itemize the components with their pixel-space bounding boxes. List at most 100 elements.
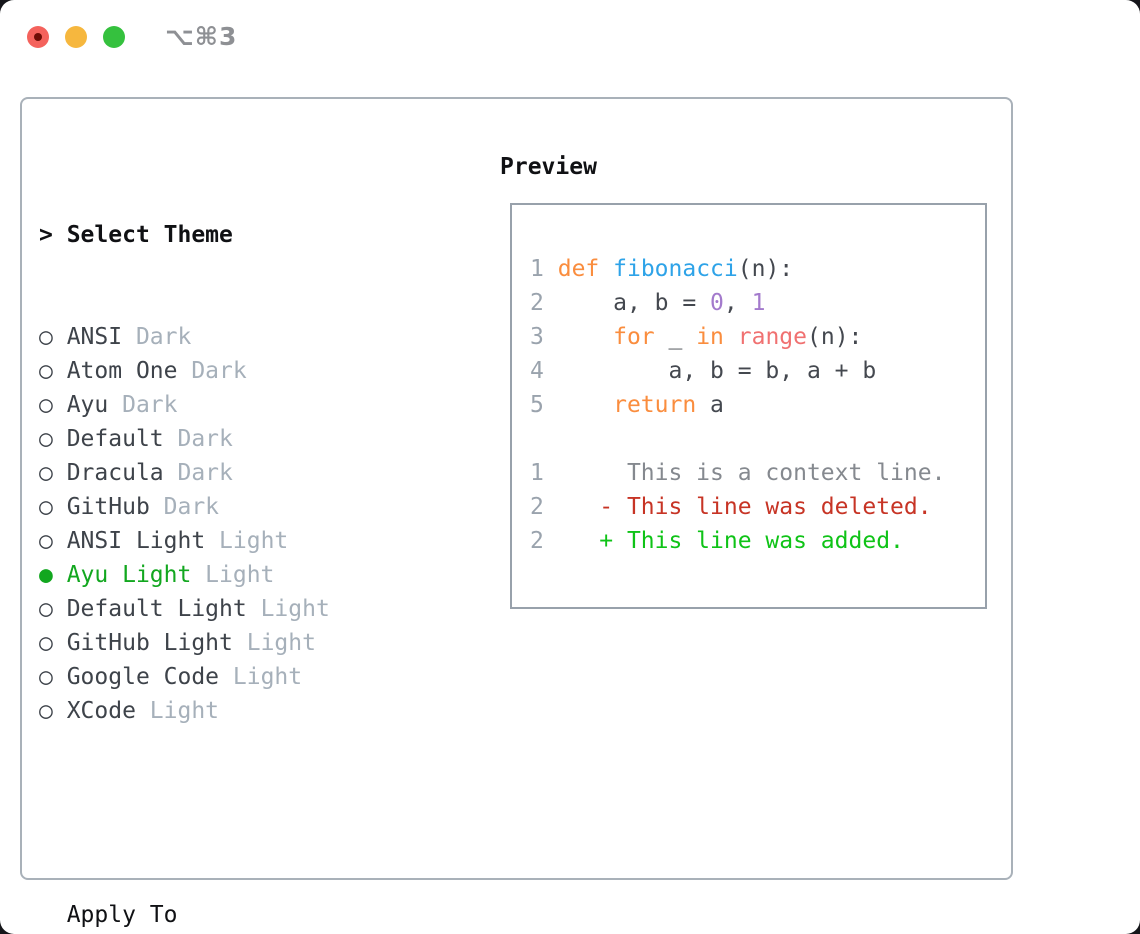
option-variant-label: Light — [219, 528, 289, 554]
spacer — [39, 796, 427, 830]
theme-option-xcode-light[interactable]: ○ XCode Light — [39, 694, 427, 728]
option-label: Default Light — [66, 596, 247, 622]
option-variant-label: Light — [260, 596, 330, 622]
option-variant-label: Light — [246, 630, 316, 656]
radio-icon: ○ — [39, 494, 53, 520]
code-token-code — [544, 324, 613, 350]
code-token-ctx: This is a context line. — [543, 460, 946, 486]
option-label: Default — [66, 426, 164, 452]
radio-icon: ○ — [39, 392, 53, 418]
code-token-ln: 1 — [530, 256, 544, 282]
option-variant-label: Dark — [177, 426, 233, 452]
option-label: Ayu Light — [66, 562, 192, 588]
code-token-code: a, b = b, a + b — [543, 358, 877, 384]
code-token-kw: def — [557, 256, 600, 282]
radio-icon: ○ — [39, 460, 53, 486]
code-token-num: 0 — [710, 290, 724, 316]
option-variant-label: Dark — [163, 494, 220, 520]
minimize-button[interactable] — [65, 26, 87, 48]
radio-selected-icon: ● — [39, 562, 53, 588]
code-token-ln: 3 — [530, 324, 544, 350]
code-token-fn: fibonacci — [613, 256, 738, 282]
option-variant-label: Dark — [135, 324, 192, 350]
code-token-ln: 4 — [530, 358, 544, 384]
radio-icon: ○ — [39, 630, 53, 656]
code-token-kw: return — [613, 392, 697, 418]
radio-icon: ○ — [39, 664, 53, 690]
apply-to-header: Apply To — [66, 902, 178, 928]
code-token-code — [544, 392, 613, 418]
code-line — [530, 422, 945, 456]
theme-option-ansi-light-light[interactable]: ○ ANSI Light Light — [39, 524, 427, 558]
option-label: GitHub Light — [66, 630, 233, 656]
theme-option-default-light-light[interactable]: ○ Default Light Light — [39, 592, 427, 626]
unsaved-changes-dot-icon — [34, 33, 42, 41]
radio-icon: ○ — [39, 426, 53, 452]
radio-icon: ○ — [39, 698, 53, 724]
code-line: 2 - This line was deleted. — [530, 490, 945, 524]
code-token-code — [599, 256, 613, 282]
code-token-ln: 2 — [530, 290, 544, 316]
preview-header: Preview — [500, 154, 597, 180]
code-token-code: (n): — [807, 324, 863, 350]
option-label: Ayu — [66, 392, 109, 418]
option-label: Google Code — [66, 664, 220, 690]
option-label: Dracula — [66, 460, 164, 486]
theme-option-dracula-dark[interactable]: ○ Dracula Dark — [39, 456, 427, 490]
radio-icon: ○ — [39, 358, 53, 384]
radio-icon: ○ — [39, 528, 53, 554]
code-token-code: a — [696, 392, 724, 418]
code-line: 3 for _ in range(n): — [530, 320, 945, 354]
radio-icon: ○ — [39, 596, 53, 622]
code-token-call: range — [737, 324, 808, 350]
theme-option-atom-one-dark[interactable]: ○ Atom One Dark — [39, 354, 427, 388]
radio-icon: ○ — [39, 324, 53, 350]
option-label: Atom One — [66, 358, 178, 384]
option-variant-label: Light — [205, 562, 275, 588]
window-titlebar: ⌥⌘3 — [0, 0, 1140, 74]
code-token-ln: 2 — [530, 528, 544, 554]
code-line: 4 a, b = b, a + b — [530, 354, 945, 388]
option-variant-label: Light — [149, 698, 220, 724]
code-token-add: + This line was added. — [543, 528, 904, 554]
code-line: 1 def fibonacci(n): — [530, 252, 945, 286]
code-token-ln: 1 — [530, 460, 544, 486]
code-token-code: a, b = — [543, 290, 711, 316]
traffic-lights — [27, 26, 125, 48]
option-variant-label: Dark — [177, 460, 233, 486]
option-variant-label: Light — [232, 664, 303, 690]
zoom-button[interactable] — [103, 26, 125, 48]
theme-option-github-light-light[interactable]: ○ GitHub Light Light — [39, 626, 427, 660]
code-token-code — [544, 256, 558, 282]
prompt-caret-icon: > — [39, 222, 53, 248]
code-token-del: - This line was deleted. — [543, 494, 932, 520]
theme-option-ayu-light-light[interactable]: ● Ayu Light Light — [39, 558, 427, 592]
code-line: 2 a, b = 0, 1 — [530, 286, 945, 320]
code-token-code: , — [723, 290, 752, 316]
theme-option-default-dark[interactable]: ○ Default Dark — [39, 422, 427, 456]
code-token-ln: 5 — [530, 392, 544, 418]
theme-option-google-code-light[interactable]: ○ Google Code Light — [39, 660, 427, 694]
option-variant-label: Dark — [191, 358, 247, 384]
option-label: XCode — [66, 698, 136, 724]
code-line: 5 return a — [530, 388, 945, 422]
close-button[interactable] — [27, 26, 49, 48]
theme-option-github-dark[interactable]: ○ GitHub Dark — [39, 490, 427, 524]
code-line: 1 This is a context line. — [530, 456, 945, 490]
code-token-code: (n): — [737, 256, 794, 282]
window-title-shortcut: ⌥⌘3 — [165, 22, 238, 51]
code-token-code: _ — [654, 324, 697, 350]
code-token-ln: 2 — [530, 494, 544, 520]
select-theme-header: >Select Theme — [39, 218, 427, 252]
code-token-code — [724, 324, 738, 350]
option-label: ANSI Light — [66, 528, 206, 554]
option-label: GitHub — [66, 494, 150, 520]
